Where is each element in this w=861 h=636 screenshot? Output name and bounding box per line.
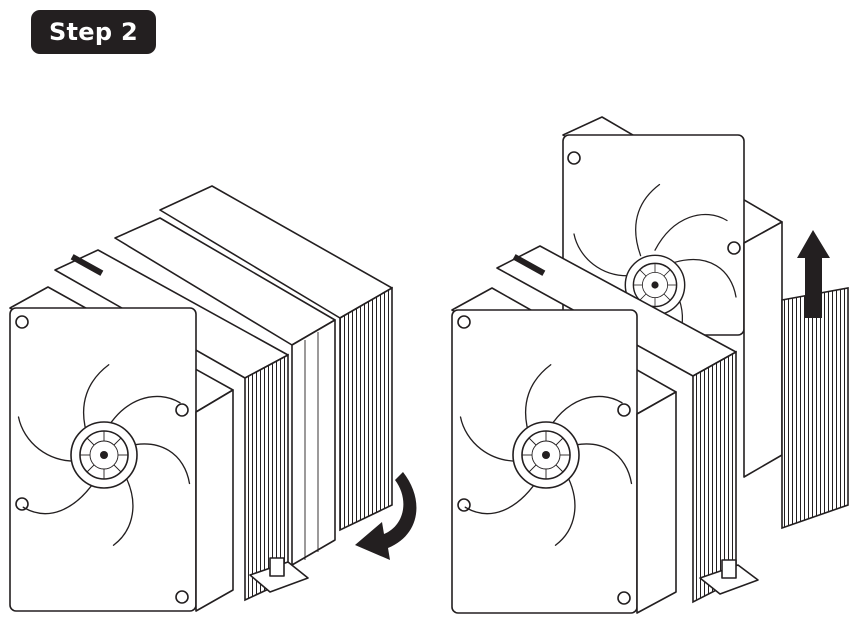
rear-heatsink-fins xyxy=(339,286,393,532)
middle-fan-side xyxy=(291,319,336,566)
step-badge: Step 2 xyxy=(31,10,156,54)
arrow-up-icon xyxy=(797,230,830,318)
front-fan-side xyxy=(195,389,234,612)
right-rear-heatsink-fins xyxy=(781,287,849,530)
left-cooler xyxy=(9,185,393,612)
right-front-fan-side xyxy=(636,391,677,614)
lifted-fan-side xyxy=(743,221,783,478)
curved-arrow-icon xyxy=(355,472,417,560)
right-cooler xyxy=(451,116,849,614)
right-brand-logo xyxy=(512,254,546,276)
step-label: Step 2 xyxy=(48,18,139,46)
brand-logo xyxy=(70,254,104,276)
